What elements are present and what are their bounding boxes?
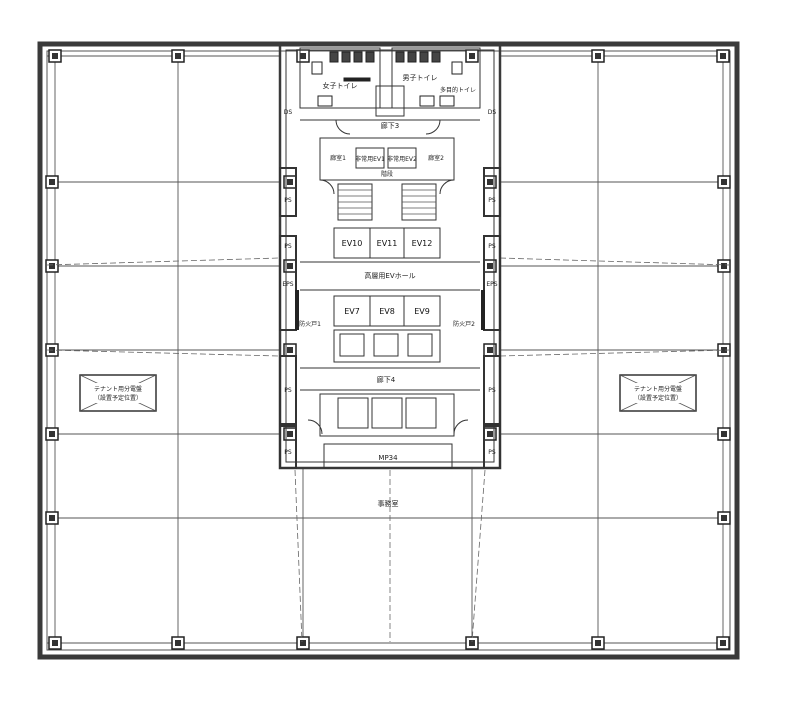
corridor-top-label: 廊下3 (381, 121, 399, 130)
column (716, 636, 730, 650)
eps-label-2: EPS (486, 281, 497, 288)
building-core (278, 42, 502, 470)
column (716, 49, 730, 63)
column (45, 259, 59, 273)
structural-grid (47, 51, 730, 650)
column (483, 175, 497, 189)
column (717, 175, 731, 189)
ps-label-8: PS (488, 449, 496, 456)
column (465, 636, 479, 650)
tenant-left-line1: テナント用分電盤 (94, 385, 142, 393)
multipurpose-toilet-label: 多目的トイレ (440, 86, 476, 94)
column (717, 259, 731, 273)
ps-label-4: PS (488, 243, 496, 250)
column (483, 427, 497, 441)
ps-label-7: PS (284, 449, 292, 456)
ev10-label: EV10 (342, 239, 363, 248)
ps-label-3: PS (284, 243, 292, 250)
ev7-label: EV7 (344, 307, 360, 316)
elevator-hall-label: 高層用EVホール (364, 271, 415, 280)
corridor-middle-label: 廊下4 (377, 375, 396, 384)
column (48, 636, 62, 650)
mp-shaft-label: MP34 (378, 454, 398, 462)
tenant-left-line2: （設置予定位置） (94, 394, 142, 402)
column (717, 427, 731, 441)
structural-columns (45, 49, 731, 650)
fire-door-2-label: 防火戸2 (453, 320, 475, 328)
core-labels: 女子トイレ 男子トイレ 多目的トイレ 廊下3 廊室1 廊室2 非常用EV1 非常… (282, 74, 497, 508)
ev-small-right-label: 非常用EV2 (387, 155, 417, 163)
column (296, 49, 310, 63)
office-bottom-label: 事務室 (378, 499, 399, 508)
ds-label-2: DS (488, 109, 497, 116)
hall-left-label: 廊室1 (330, 154, 346, 162)
ps-label-2: PS (488, 197, 496, 204)
tenant-panel-left: テナント用分電盤 （設置予定位置） (79, 374, 157, 412)
column (171, 49, 185, 63)
column (717, 511, 731, 525)
column (465, 49, 479, 63)
toilet-right-label: 男子トイレ (403, 74, 438, 82)
ev12-label: EV12 (412, 239, 433, 248)
column (171, 636, 185, 650)
column (283, 427, 297, 441)
column (48, 49, 62, 63)
dashed-guides (46, 257, 731, 643)
column (45, 175, 59, 189)
toilet-left-label: 女子トイレ (323, 81, 358, 90)
tenant-right-line1: テナント用分電盤 (634, 385, 682, 393)
column (591, 636, 605, 650)
column (283, 343, 297, 357)
ev11-label: EV11 (377, 239, 398, 248)
eps-label-1: EPS (282, 281, 293, 288)
column (45, 511, 59, 525)
fire-door-1-label: 防火戸1 (299, 320, 321, 328)
ps-label-5: PS (284, 387, 292, 394)
column (296, 636, 310, 650)
ps-label-6: PS (488, 387, 496, 394)
outer-walls (37, 41, 740, 660)
column (45, 427, 59, 441)
tenant-right-line2: （設置予定位置） (634, 394, 682, 402)
stair-label: 階段 (381, 170, 393, 178)
ev8-label: EV8 (379, 307, 395, 316)
ds-label-1: DS (284, 109, 293, 116)
hall-right-label: 廊室2 (428, 154, 444, 162)
column (591, 49, 605, 63)
tenant-panel-right: テナント用分電盤 （設置予定位置） (619, 374, 697, 412)
ev-small-left-label: 非常用EV1 (355, 155, 385, 163)
ps-label-1: PS (284, 197, 292, 204)
ev9-label: EV9 (414, 307, 430, 316)
